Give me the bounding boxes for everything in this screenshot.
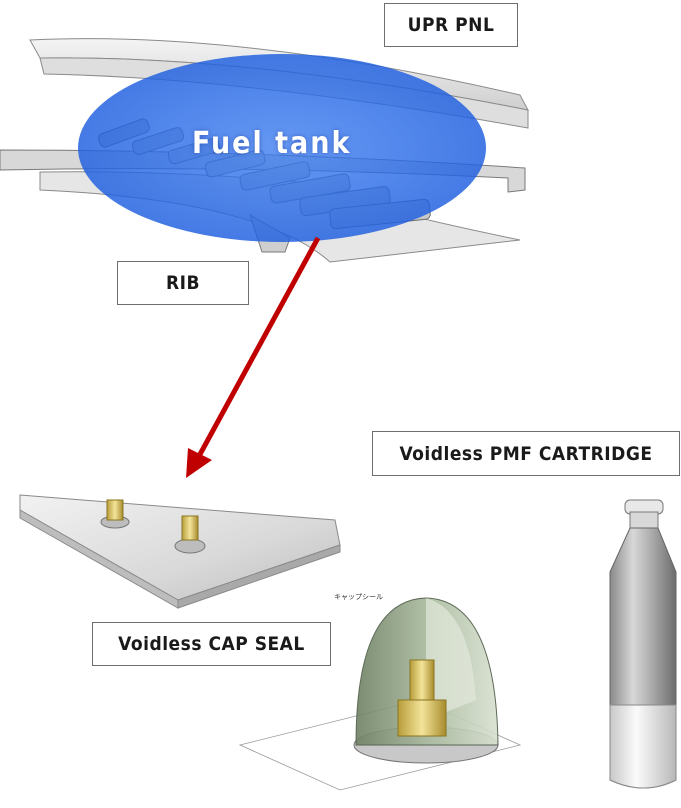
fastener-1 — [100, 499, 130, 529]
rib-label: RIB — [117, 261, 249, 305]
fuel-tank-region — [78, 54, 486, 242]
fuel-tank-label: Fuel tank — [192, 126, 352, 161]
upper-panel-label: UPR PNL — [384, 3, 518, 47]
callout-arrow — [186, 236, 321, 478]
pmf-cartridge — [609, 499, 677, 789]
wing-structure — [0, 38, 529, 263]
panel-plate — [19, 494, 341, 609]
cartridge-label: Voidless PMF CARTRIDGE — [372, 431, 680, 476]
fastener-2 — [174, 515, 206, 554]
cap-seal-label: Voidless CAP SEAL — [92, 622, 331, 666]
cap-seal-cutaway — [238, 597, 522, 791]
cap-seal-jp-label: キャップシール — [334, 593, 383, 601]
